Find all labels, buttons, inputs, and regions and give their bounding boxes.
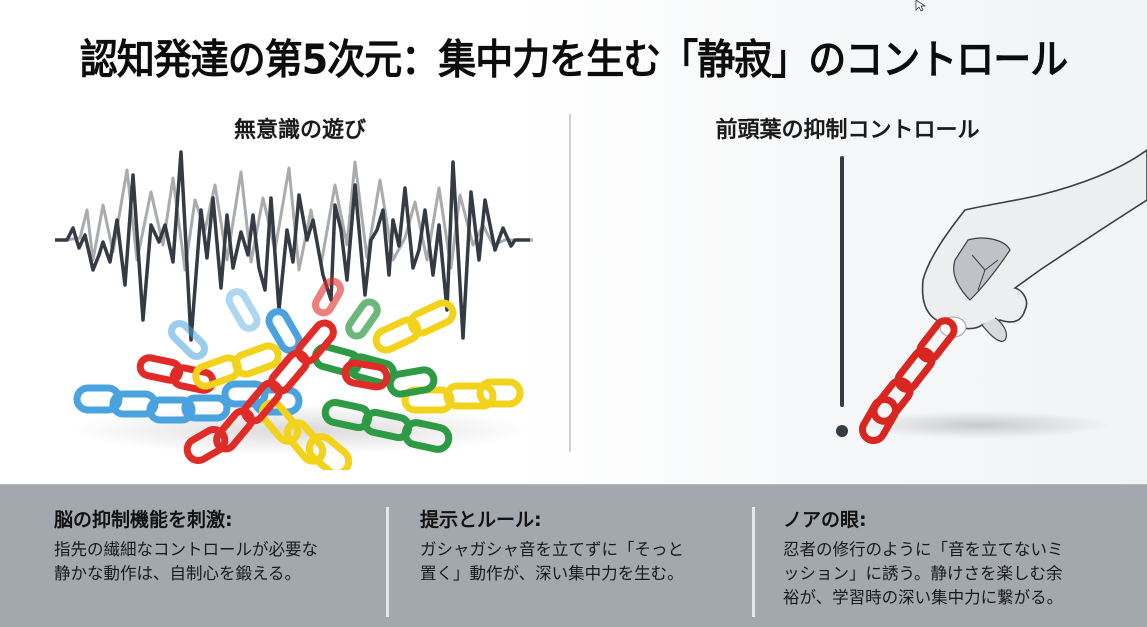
info-column-noah-eye: ノアの眼: 忍者の修行のように「音を立てないミ ッション」に誘う。静けさを楽しむ… [783,505,1113,610]
section-divider [569,114,571,452]
controlled-chain-illustration [800,140,1147,460]
section-title-unconscious-play: 無意識の遊び [233,118,366,143]
info-heading: 脳の抑制機能を刺激: [54,509,233,531]
info-column-inhibition: 脳の抑制機能を刺激: 指先の繊細なコントロールが必要な 静かな動作は、自制心を鍛… [54,505,374,586]
noise-wave-icon [52,150,533,342]
info-body: 指先の繊細なコントロールが必要な 静かな動作は、自制心を鍛える。 [54,538,374,586]
section-title-frontal-lobe-control: 前頭葉の抑制コントロール [715,118,980,143]
hand-holding-chain-icon [836,149,1147,445]
info-line: ッション」に誘う。静けさを楽しむ余 [783,564,1063,583]
slide-canvas: 認知発達の第5次元：集中力を生む「静寂」のコントロール 無意識の遊び 前頭葉の抑… [0,0,1147,484]
info-heading: 提示とルール: [420,509,542,531]
chaotic-chains-illustration [52,150,545,470]
info-body: ガシャガシャ音を立てずに「そっと 置く」動作が、深い集中力を生む。 [420,538,730,586]
page-title: 認知発達の第5次元：集中力を生む「静寂」のコントロール [79,35,1068,84]
info-heading: ノアの眼: [783,509,867,531]
info-line: 忍者の修行のように「音を立てないミ [783,540,1064,559]
info-column-rules: 提示とルール: ガシャガシャ音を立てずに「そっと 置く」動作が、深い集中力を生む… [420,505,730,586]
info-line: 指先の繊細なコントロールが必要な [54,540,318,559]
column-divider [752,507,755,617]
info-panel: 脳の抑制機能を刺激: 指先の繊細なコントロールが必要な 静かな動作は、自制心を鍛… [0,484,1147,627]
mouse-cursor-icon [915,0,927,12]
chain-pile-icon [70,277,530,470]
info-line: ガシャガシャ音を立てずに「そっと [420,540,684,559]
info-body: 忍者の修行のように「音を立てないミ ッション」に誘う。静けさを楽しむ余 裕が、学… [783,538,1113,610]
info-line: 静かな動作は、自制心を鍛える。 [54,564,302,583]
info-line: 裕が、学習時の深い集中力に繋がる。 [783,588,1064,607]
column-divider [386,507,389,617]
info-line: 置く」動作が、深い集中力を生む。 [420,564,684,583]
